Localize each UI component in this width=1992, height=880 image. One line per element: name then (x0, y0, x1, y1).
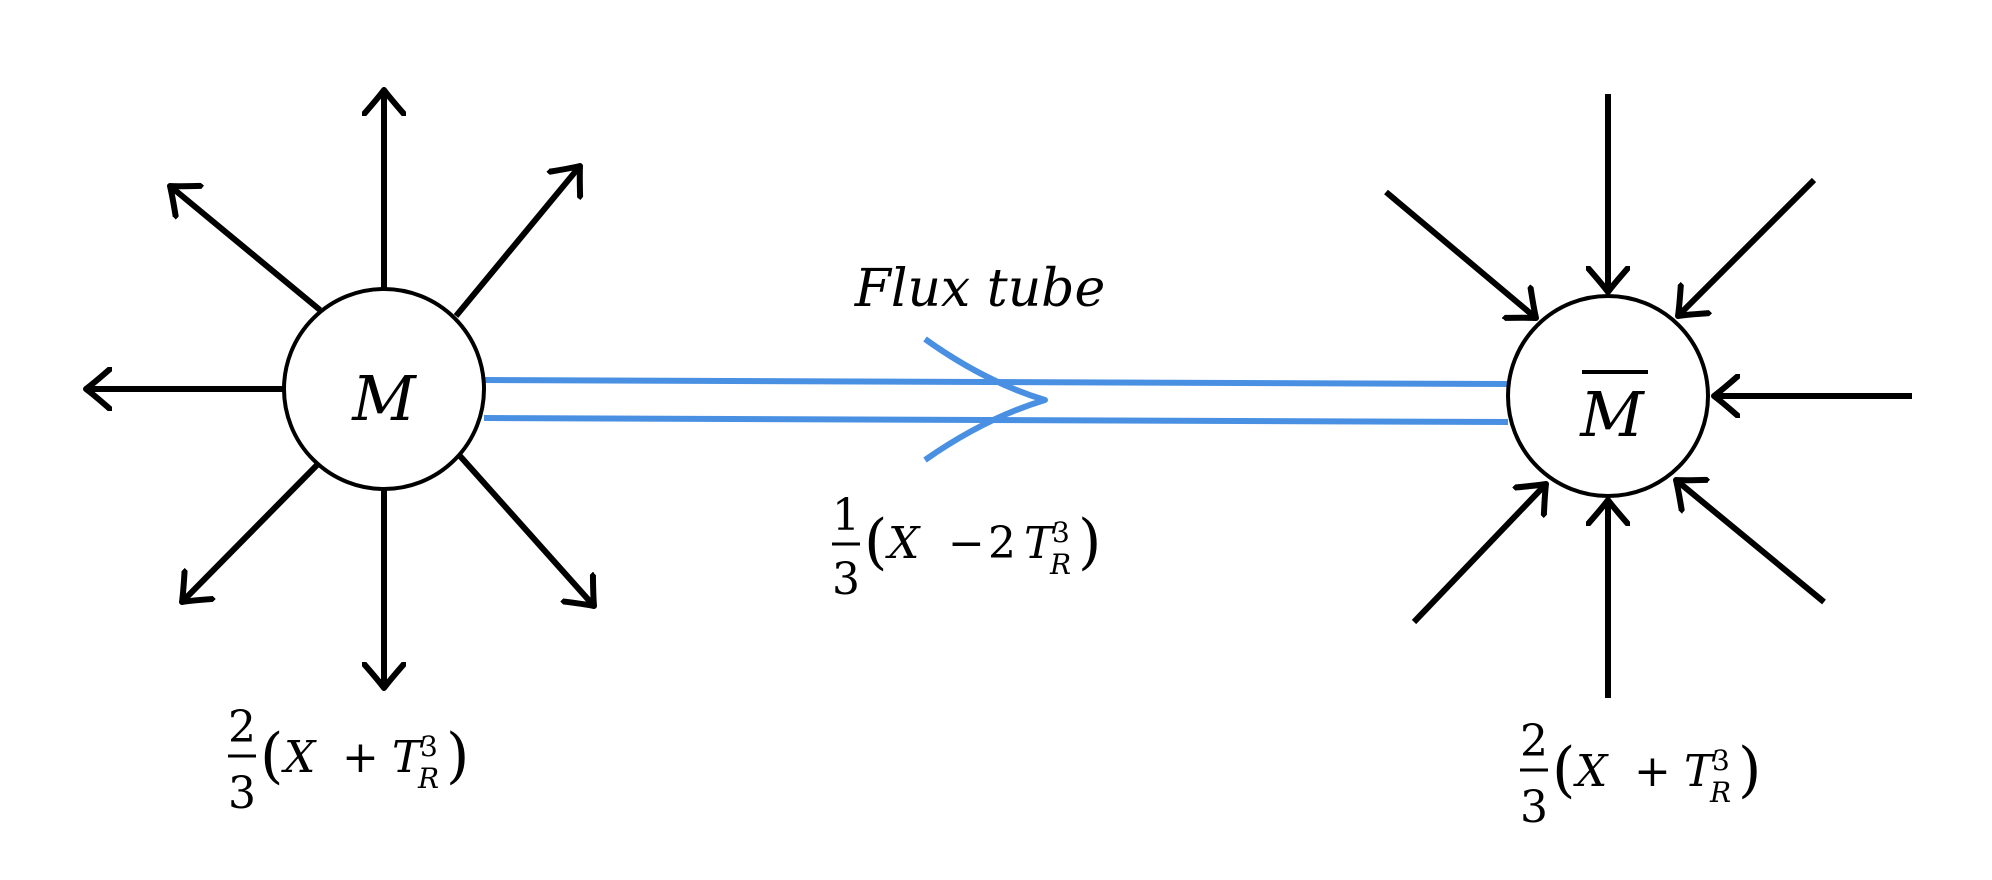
charge-superscript: 3 (1712, 744, 1730, 777)
charge-subscript: R (1709, 776, 1731, 809)
right-monopole-circle (1506, 294, 1710, 498)
charge-numerator: 2 (1520, 716, 1548, 767)
charge-subscript: R (1049, 548, 1071, 581)
charge-operator: − (948, 518, 985, 569)
charge-open-paren: ( (260, 721, 283, 791)
right-monopole-charge: 2 3 ( X + T 3 R ) (1520, 716, 1761, 833)
left-monopole-field-lines (86, 90, 594, 688)
charge-close-paren: ) (446, 721, 469, 791)
charge-close-paren: ) (1738, 735, 1761, 805)
left-monopole-node: M (282, 287, 486, 491)
charge-coefficient: 2 (988, 518, 1016, 569)
charge-open-paren: ( (864, 507, 887, 577)
field-arrow-up-right (453, 166, 580, 318)
charge-operator: + (1634, 746, 1671, 797)
left-monopole-charge: 2 3 ( X + T 3 R ) (228, 702, 469, 819)
charge-operator: + (342, 732, 379, 783)
charge-denominator: 3 (1520, 782, 1548, 833)
right-monopole-label: M (1579, 378, 1645, 451)
charge-superscript: 3 (420, 730, 438, 763)
field-arrow-from-top-left (1384, 189, 1536, 318)
charge-denominator: 3 (228, 768, 256, 819)
field-arrow-from-bottom-left (1411, 484, 1546, 625)
charge-t: T (392, 732, 425, 783)
charge-t: T (1684, 746, 1717, 797)
charge-close-paren: ) (1078, 507, 1101, 577)
left-monopole-label: M (351, 362, 417, 435)
charge-x: X (1573, 746, 1609, 797)
charge-x: X (281, 732, 317, 783)
charge-subscript: R (417, 762, 439, 795)
charge-superscript: 3 (1052, 516, 1070, 549)
field-arrow-from-bottom-right (1676, 480, 1826, 605)
charge-x: X (885, 518, 921, 569)
left-monopole-circle (282, 287, 486, 491)
flux-tube-charge: 1 3 ( X − 2 T 3 R ) (832, 490, 1101, 605)
flux-tube (483, 336, 1509, 463)
charge-denominator: 3 (832, 554, 860, 605)
charge-numerator: 2 (228, 702, 256, 753)
charge-open-paren: ( (1552, 735, 1575, 805)
right-monopole-field-lines (1384, 94, 1912, 698)
charge-t: T (1024, 518, 1057, 569)
field-arrow-up-left (170, 186, 322, 313)
right-monopole-node: M (1506, 294, 1710, 498)
field-arrow-down-left (182, 461, 321, 602)
charge-numerator: 1 (832, 490, 860, 541)
field-arrow-from-top-right (1678, 177, 1817, 316)
flux-tube-label: Flux tube (854, 259, 1106, 319)
flux-direction-arrow-icon (923, 336, 1048, 463)
field-arrow-down-right (457, 454, 594, 606)
